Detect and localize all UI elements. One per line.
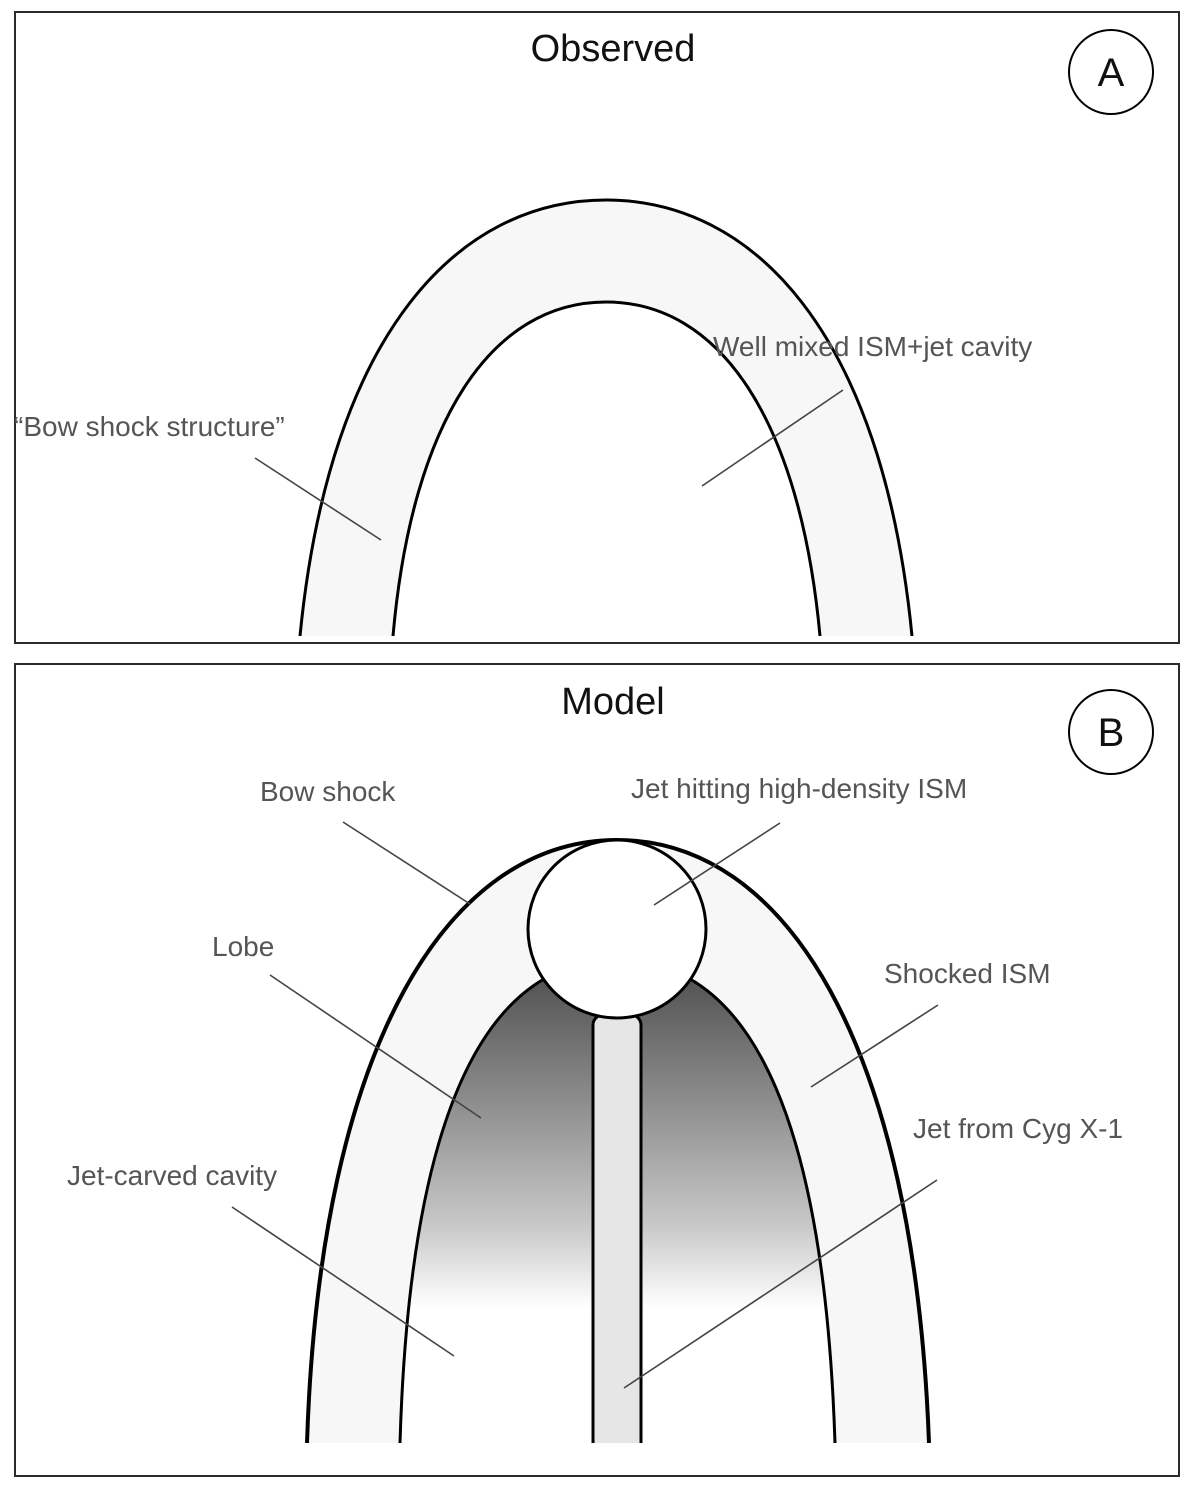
observed-arc-group	[298, 198, 914, 636]
panel-observed	[14, 11, 1180, 644]
label-bow-shock-structure: “Bow shock structure”	[14, 411, 285, 442]
model-jet-column	[591, 1013, 643, 1443]
label-jet-carved-cavity: Jet-carved cavity	[67, 1160, 277, 1191]
label-jet-from-cyg: Jet from Cyg X-1	[913, 1113, 1123, 1144]
leader-lobe	[269, 974, 482, 1119]
leader-bow-shock-structure	[254, 457, 382, 541]
observed-outer-arc	[298, 198, 914, 636]
label-shocked-ism: Shocked ISM	[884, 958, 1051, 989]
leader-jet-carved-cavity	[231, 1206, 455, 1357]
leader-well-mixed-cavity	[701, 389, 844, 487]
badge-a-letter: A	[1098, 51, 1125, 95]
observed-shell-band	[300, 200, 912, 636]
label-bow-shock: Bow shock	[260, 776, 396, 807]
observed-inner-arc	[391, 300, 822, 636]
label-well-mixed-cavity: Well mixed ISM+jet cavity	[713, 331, 1032, 362]
badge-a: A	[1068, 29, 1154, 115]
leader-shocked-ism	[810, 1004, 939, 1088]
leader-jet-hitting	[653, 822, 781, 906]
label-jet-hitting: Jet hitting high-density ISM	[631, 773, 967, 804]
leader-bow-shock	[342, 821, 471, 905]
model-shell-band	[307, 840, 929, 1443]
model-title: Model	[561, 681, 665, 723]
model-jet-head	[526, 838, 708, 1020]
badge-b-letter: B	[1098, 711, 1125, 755]
model-arc-group	[305, 837, 931, 1443]
badge-b: B	[1068, 689, 1154, 775]
observed-title: Observed	[531, 28, 696, 70]
label-lobe: Lobe	[212, 931, 274, 962]
leader-jet-from-cyg	[623, 1179, 938, 1389]
